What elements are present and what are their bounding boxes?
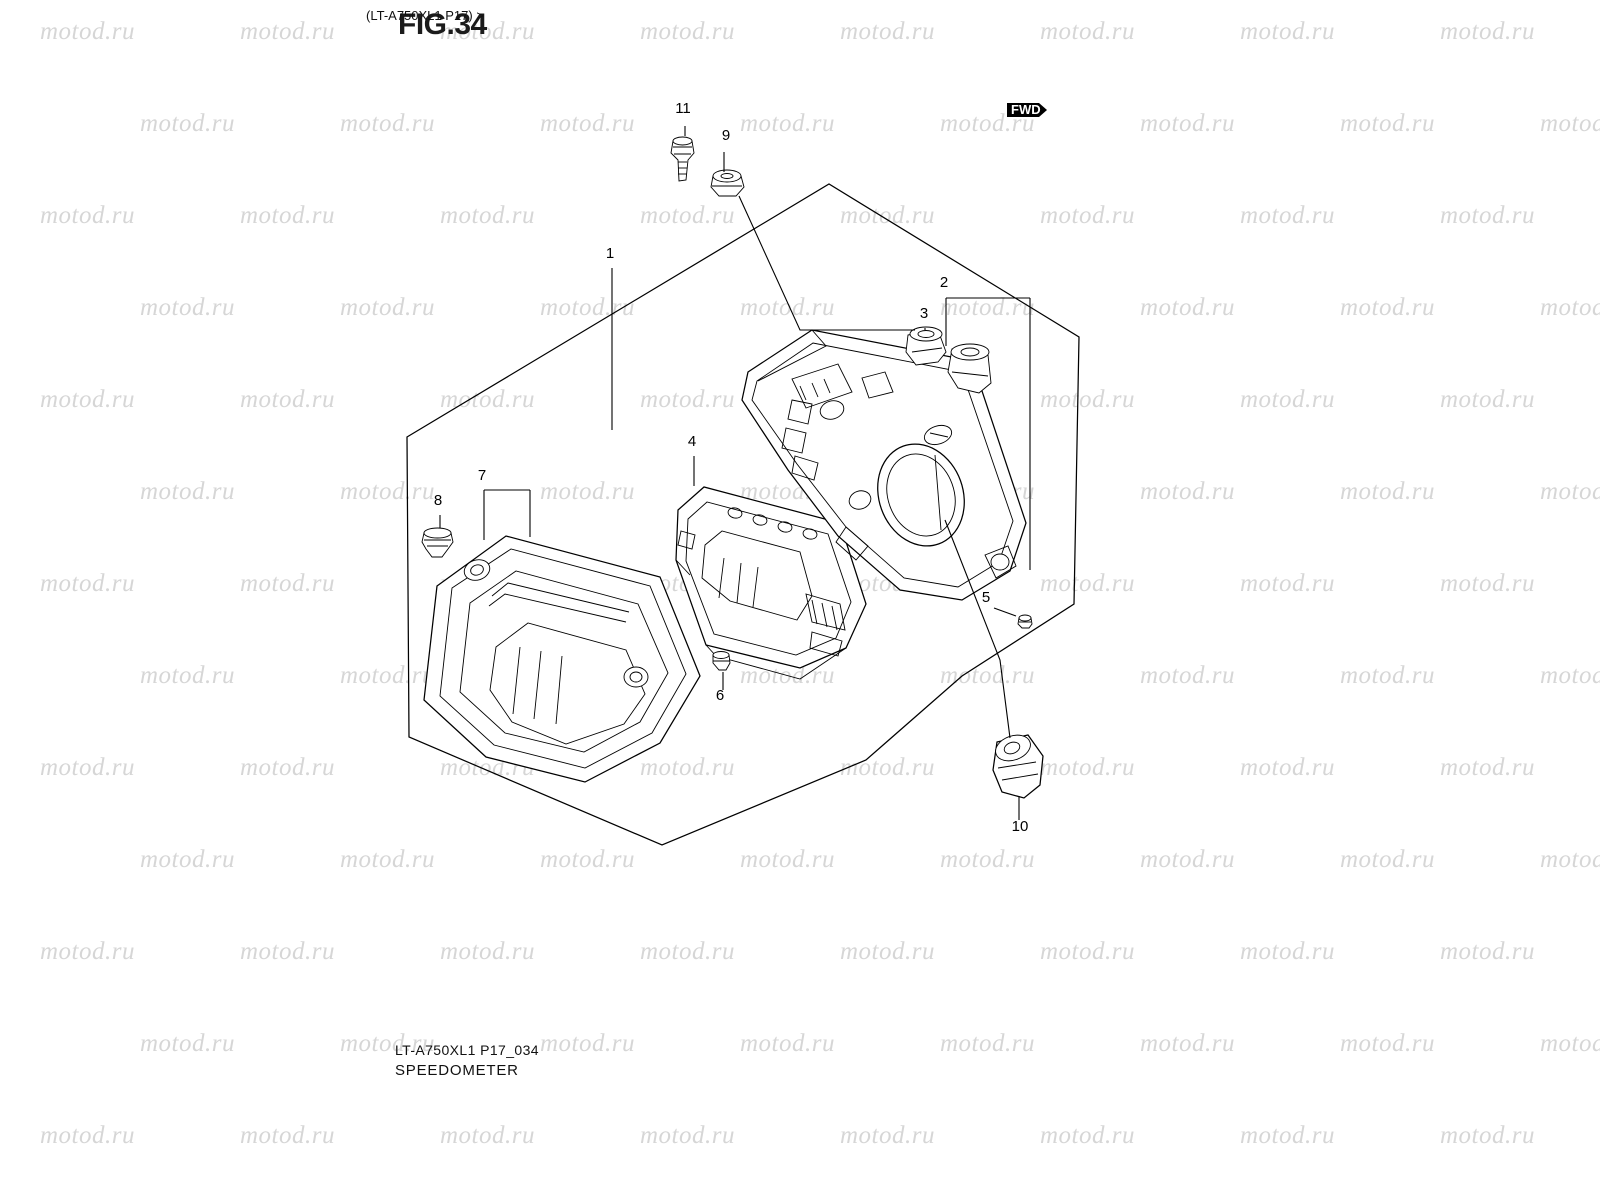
part-5-screw: [1017, 614, 1033, 629]
fwd-direction-marker: FWD: [1007, 102, 1047, 117]
part-4-meter-unit: [675, 486, 867, 680]
part-7-meter-cover: [423, 535, 701, 783]
footer-title: SPEEDOMETER: [395, 1062, 519, 1079]
part-6-screw: [712, 651, 731, 671]
callout-number[interactable]: 1: [606, 245, 614, 262]
callout-number[interactable]: 8: [434, 492, 442, 509]
part-11-bolt: [670, 136, 695, 182]
assembly-boundary-outline: [406, 183, 1080, 846]
callout-number[interactable]: 11: [675, 100, 691, 117]
leader-lines: [439, 126, 1031, 820]
part-10-cushion: [992, 734, 1044, 799]
callout-number[interactable]: 9: [722, 127, 730, 144]
callout-number[interactable]: 7: [478, 467, 486, 484]
callout-number[interactable]: 2: [940, 274, 948, 291]
callout-number[interactable]: 10: [1012, 818, 1029, 835]
footer-part-code: LT-A750XL1 P17_034: [395, 1042, 539, 1058]
figure-number: FIG.34: [398, 8, 487, 41]
callout-number[interactable]: 3: [920, 305, 928, 322]
callout-number[interactable]: 4: [688, 433, 696, 450]
callout-number[interactable]: 5: [982, 589, 990, 606]
part-3-grommet: [905, 326, 947, 366]
callout-number[interactable]: 6: [716, 687, 724, 704]
part-8-screw: [421, 527, 454, 558]
model-code-label: (LT-A750XL1 P17) >: [366, 8, 484, 23]
fwd-label: FWD: [1011, 102, 1041, 117]
diagram-footer: LT-A750XL1 P17_034 SPEEDOMETER: [395, 1042, 539, 1079]
part-9-nut: [710, 169, 745, 197]
part-2-boss: [947, 343, 992, 394]
